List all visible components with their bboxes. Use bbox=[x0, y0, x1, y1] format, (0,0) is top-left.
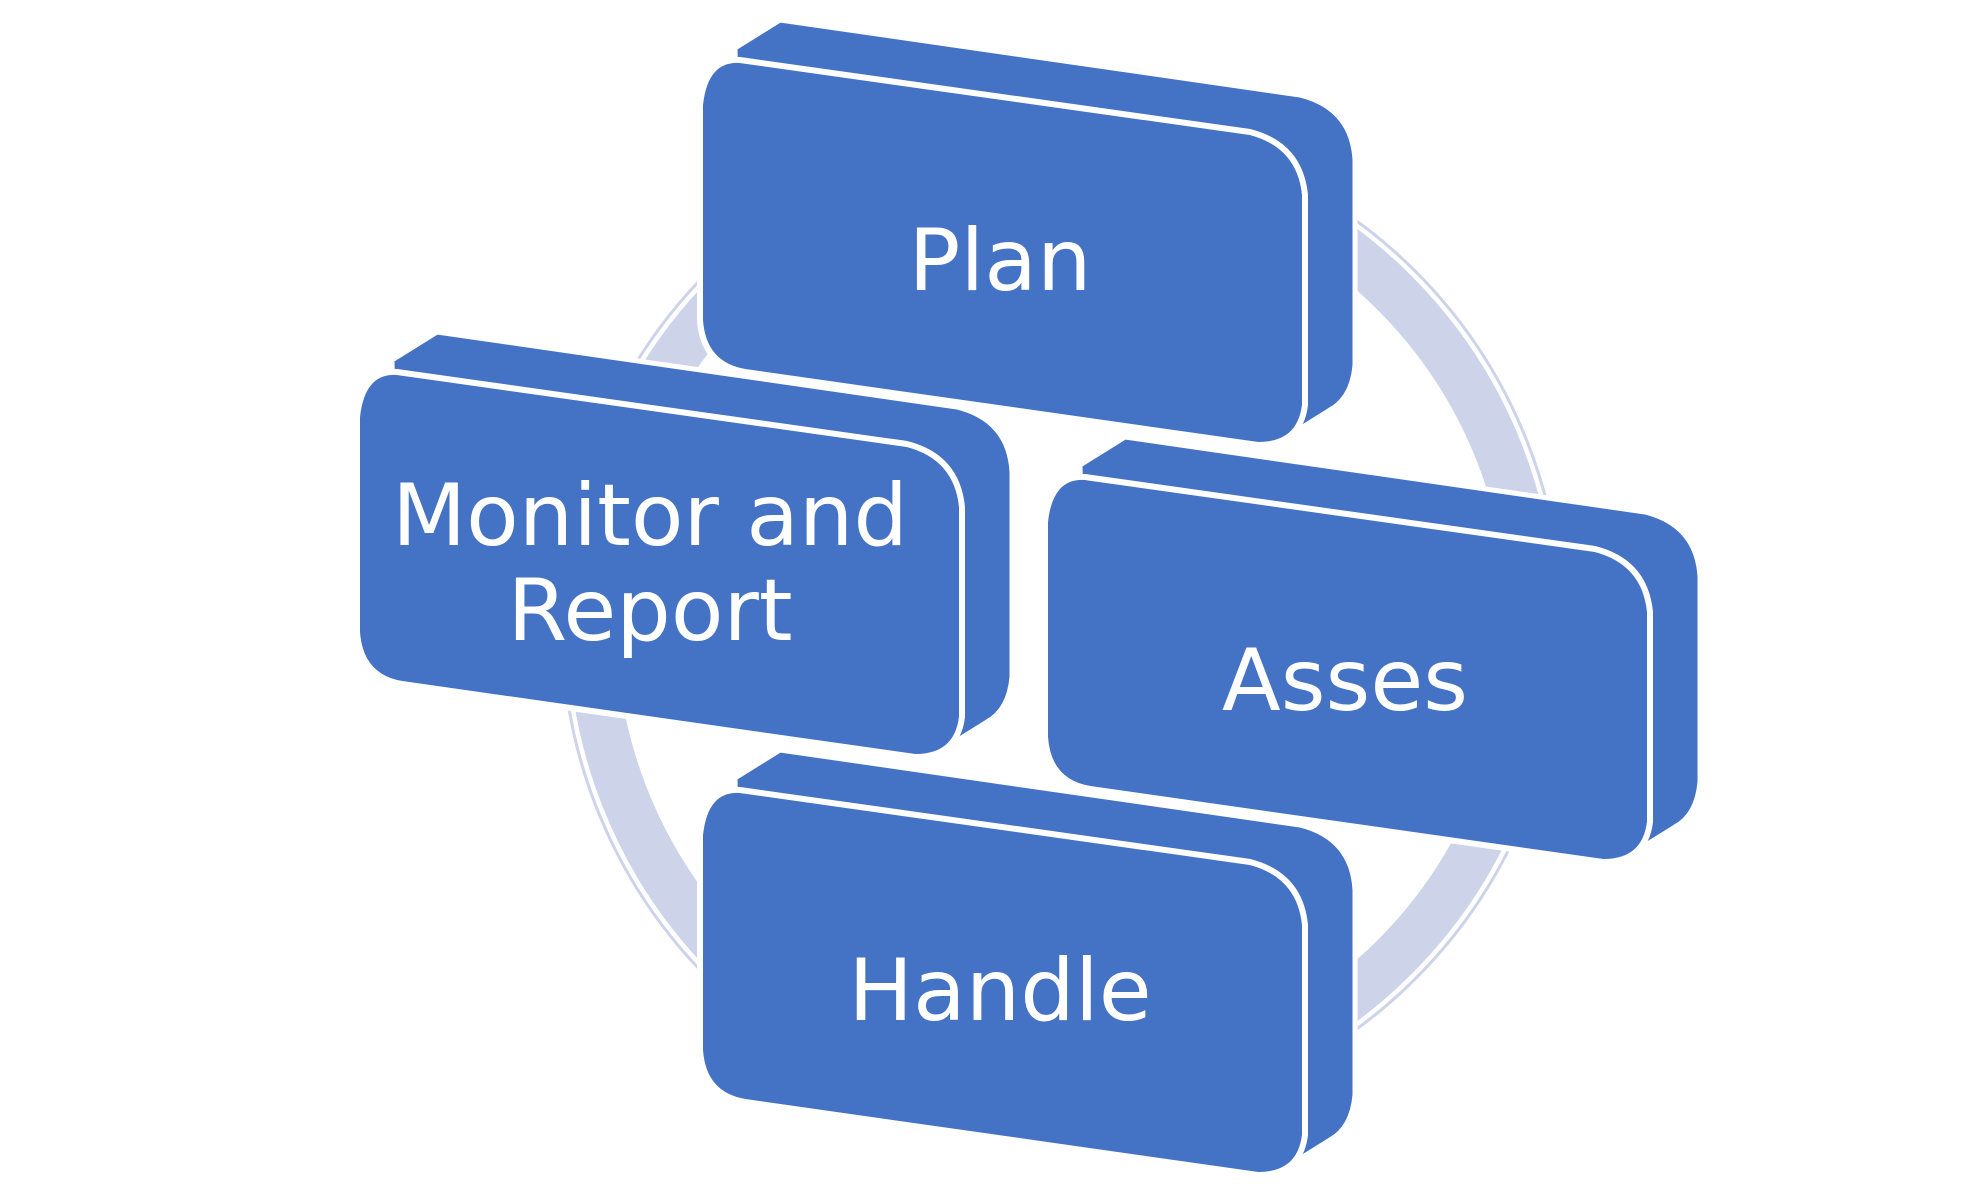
step-box-handle: Handle bbox=[697, 747, 1358, 1179]
step-label-monitor-line1: Monitor and bbox=[392, 466, 908, 566]
step-box-asses: Asses bbox=[1042, 434, 1703, 866]
step-label-asses: Asses bbox=[1222, 631, 1468, 731]
step-box-plan: Plan bbox=[697, 17, 1358, 449]
step-box-monitor-report: Monitor and Report bbox=[354, 329, 1015, 761]
step-label-handle: Handle bbox=[848, 941, 1151, 1041]
step-label-plan: Plan bbox=[909, 211, 1092, 311]
step-label-monitor-line2: Report bbox=[507, 561, 792, 661]
